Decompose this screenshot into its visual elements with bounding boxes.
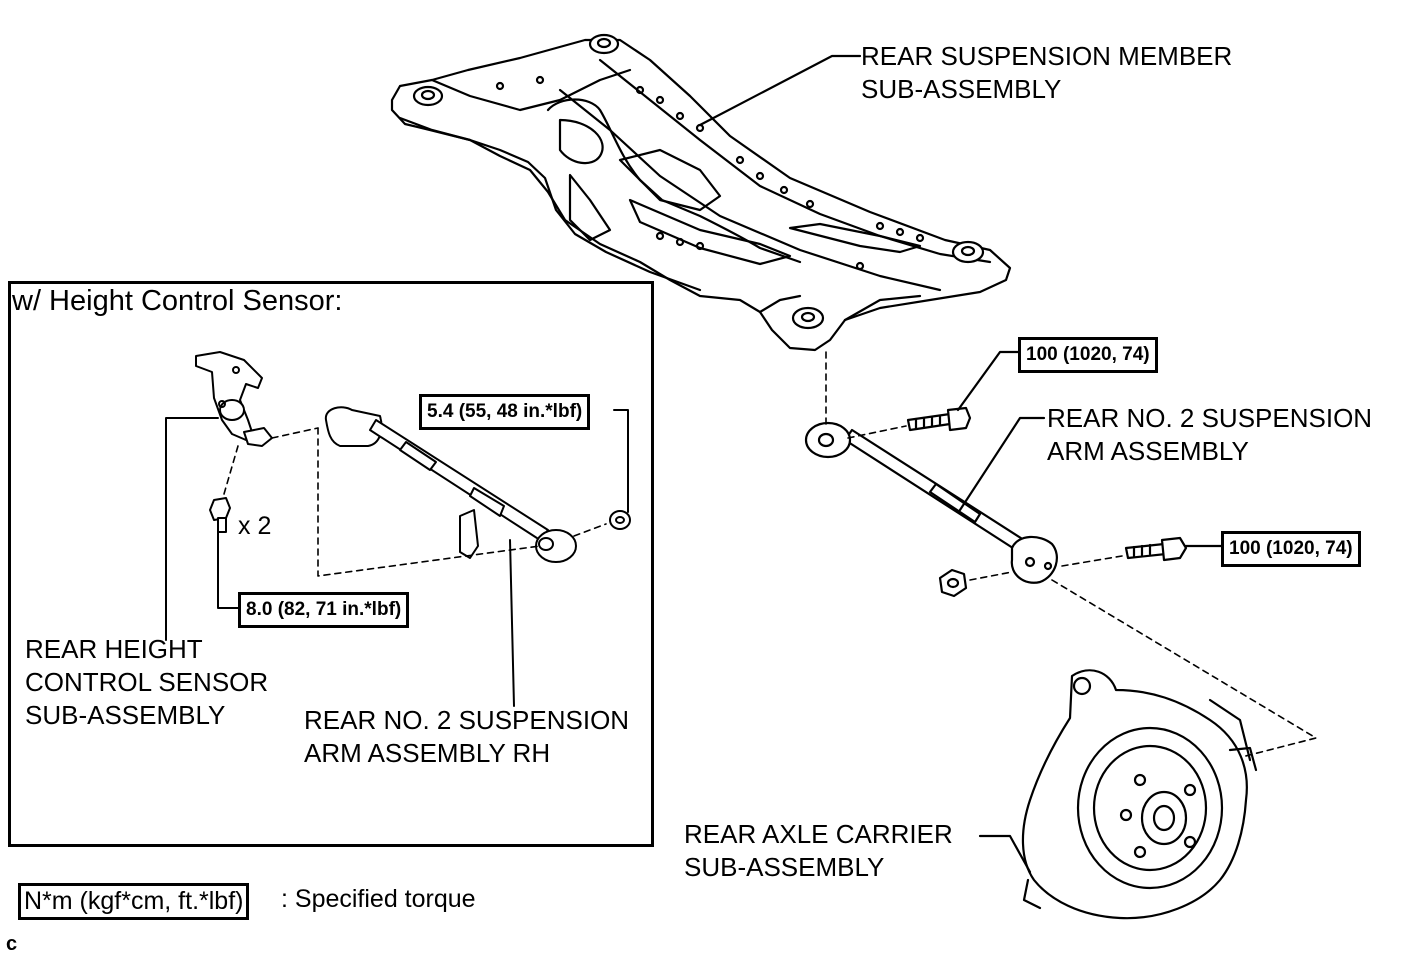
- sensor-label-line1: REAR HEIGHT: [25, 634, 203, 664]
- height-control-sensor-drawing: [195, 351, 273, 447]
- torque-inset-bolt: 8.0 (82, 71 in.*lbf): [238, 592, 410, 628]
- carrier-leader-line: [978, 834, 1032, 874]
- torque-lower-bolt: 100 (1020, 74): [1221, 531, 1361, 567]
- sensor-label-line3: SUB-ASSEMBLY: [25, 700, 226, 730]
- inset-bolt-leader: [217, 531, 241, 609]
- lower-bolt-drawing: [1124, 536, 1188, 562]
- corner-mark: c: [6, 933, 18, 955]
- inset-title: w/ Height Control Sensor:: [12, 285, 343, 317]
- torque-legend-text: : Specified torque: [281, 885, 476, 913]
- inset-nut-leader: [613, 409, 629, 513]
- arm-label-line2: ARM ASSEMBLY: [1047, 436, 1249, 466]
- nut-drawing: [938, 568, 968, 598]
- carrier-label-line1: REAR AXLE CARRIER: [684, 819, 953, 849]
- arm-leader-line: [958, 416, 1046, 512]
- rear-axle-carrier-drawing: [1021, 669, 1258, 920]
- torque-upper-bolt: 100 (1020, 74): [1018, 337, 1158, 373]
- sensor-bolt-drawing: [209, 497, 231, 533]
- inset-nut-drawing: [609, 510, 631, 530]
- arm-label-line1: REAR NO. 2 SUSPENSION: [1047, 403, 1373, 433]
- rear-no2-arm-drawing: [804, 421, 1058, 584]
- torque-legend-box: N*m (kgf*cm, ft.*lbf): [18, 883, 250, 920]
- quantity-label: x 2: [238, 512, 272, 540]
- height-control-sensor-inset: [8, 281, 654, 847]
- sensor-label-line2: CONTROL SENSOR: [25, 667, 269, 697]
- sensor-leader-line: [165, 417, 219, 641]
- member-label-line2: SUB-ASSEMBLY: [861, 74, 1062, 104]
- rear-suspension-member-drawing: [390, 33, 1012, 352]
- inset-arm-leader: [509, 539, 515, 707]
- member-leader-line: [698, 54, 862, 127]
- arm-rh-label-line2: ARM ASSEMBLY RH: [304, 738, 551, 768]
- torque-inset-nut: 5.4 (55, 48 in.*lbf): [419, 394, 591, 430]
- carrier-label-line2: SUB-ASSEMBLY: [684, 852, 885, 882]
- inset-arm-rh-drawing: [324, 406, 577, 563]
- arm-rh-label-line1: REAR NO. 2 SUSPENSION: [304, 705, 630, 735]
- upper-bolt-drawing: [906, 406, 972, 432]
- upper-torque-leader: [956, 350, 1020, 412]
- member-label-line1: REAR SUSPENSION MEMBER: [861, 41, 1233, 71]
